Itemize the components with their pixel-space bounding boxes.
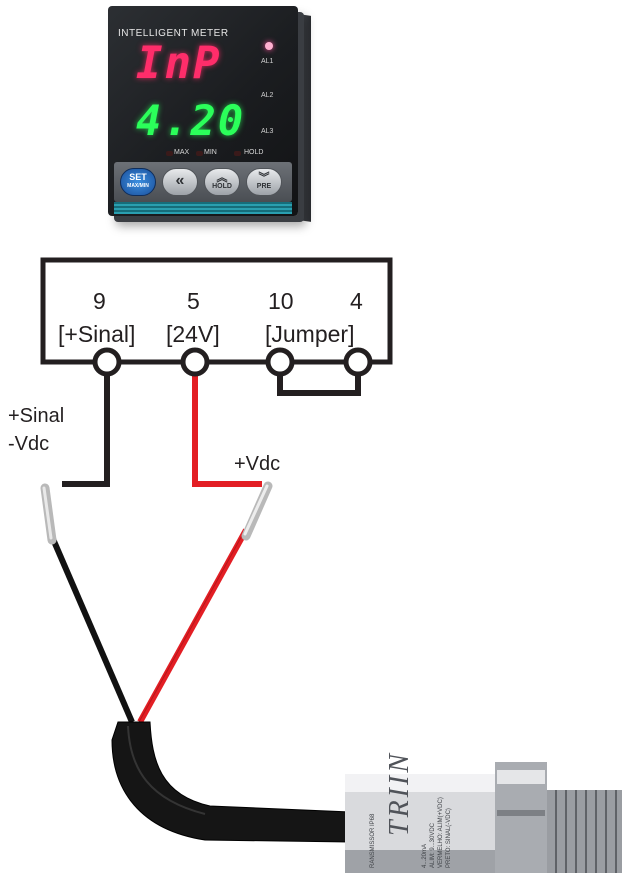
black-wire-label-line-2: -Vdc [8, 433, 50, 455]
red-wire-lead [192, 362, 262, 487]
terminal-5-number: 5 [187, 288, 200, 314]
bottom-display: 4.20 [136, 96, 245, 145]
ferrule-red [241, 481, 273, 541]
red-wire-shade [138, 531, 245, 723]
terminal-screw-4 [343, 347, 373, 377]
double-chevron-down-icon: ︾ [258, 172, 270, 184]
set-key-sublabel: MAX/MIN [127, 183, 149, 189]
hold-key[interactable]: ︽ HOLD [204, 168, 240, 196]
al2-label: AL2 [261, 92, 274, 99]
hold-label: HOLD [244, 149, 264, 156]
terminal-screw-10 [265, 347, 295, 377]
jumper-wire [277, 364, 361, 396]
al1-led [265, 42, 273, 50]
black-wire-lead [62, 362, 110, 487]
transducer-label: TRIIN RANSMISSOR IP68 4...20mA ALIM: 9..… [370, 751, 482, 870]
min-label: MIN [204, 149, 217, 156]
bottom-display-value: 4.20 [136, 96, 246, 145]
hold-key-label: HOLD [212, 183, 232, 190]
black-wire [47, 530, 135, 724]
terminal-9-label: [+Sinal] [58, 321, 136, 347]
transducer-brand: TRIIN [384, 751, 415, 836]
terminal-block [40, 257, 393, 365]
hex-nut-edge [497, 810, 545, 816]
transducer-label-line-5: PRETO: SINAL(-VDC) [446, 808, 452, 868]
red-wire [137, 528, 249, 724]
bezel-stripes [114, 202, 292, 214]
pre-key-label: PRE [256, 183, 272, 190]
panel-meter: INTELLIGENT METER InP AL1 AL2 4.20 AL3 M… [108, 6, 313, 224]
ferrule-black [40, 483, 57, 545]
double-chevron-up-icon: ︽ [216, 172, 228, 184]
terminal-screw-9 [92, 347, 122, 377]
top-display: InP [136, 38, 221, 89]
transducer-body-shadow [345, 850, 495, 873]
set-key-label: SET [129, 172, 147, 182]
transducer-label-line-1: RANSMISSOR IP68 [370, 813, 376, 868]
set-key[interactable]: SET MAX/MIN [120, 168, 156, 196]
terminal-9-number: 9 [93, 288, 106, 314]
transducer-label-line-2: 4...20mA [422, 843, 428, 868]
terminal-screw-5 [180, 347, 210, 377]
al1-label: AL1 [261, 58, 274, 65]
min-led [196, 151, 203, 156]
threaded-fitting [547, 790, 622, 873]
black-wire-label-line-1: +Sinal [8, 405, 65, 427]
key-panel: SET MAX/MIN « ︽ HOLD ︾ PRE [114, 162, 292, 202]
max-led [166, 151, 173, 156]
shift-left-key[interactable]: « [162, 168, 198, 196]
transducer-label-line-4: VERMELHO: ALIM(+VDC) [438, 797, 444, 868]
transducer-body-highlight [345, 774, 495, 792]
transducer-label-line-3: ALIM: 9...30VDC [430, 822, 436, 868]
top-display-value: InP [136, 38, 222, 89]
max-label: MAX [174, 149, 190, 156]
double-chevron-left-icon: « [175, 172, 185, 189]
pre-key[interactable]: ︾ PRE [246, 168, 282, 196]
terminal-5-label: [24V] [166, 321, 220, 347]
meter-title: INTELLIGENT METER [118, 28, 229, 39]
terminal-jumper-label: [Jumper] [265, 321, 355, 347]
thread-lines [555, 790, 617, 873]
al3-label: AL3 [261, 128, 274, 135]
terminal-10-number: 10 [268, 288, 294, 314]
cable-highlight [127, 725, 206, 815]
hold-led [234, 151, 241, 156]
terminal-4-number: 4 [350, 288, 363, 314]
red-wire-label: +Vdc [234, 453, 281, 475]
meter-front-face: INTELLIGENT METER InP AL1 AL2 4.20 AL3 M… [108, 6, 298, 216]
hex-nut-highlight [497, 770, 545, 784]
